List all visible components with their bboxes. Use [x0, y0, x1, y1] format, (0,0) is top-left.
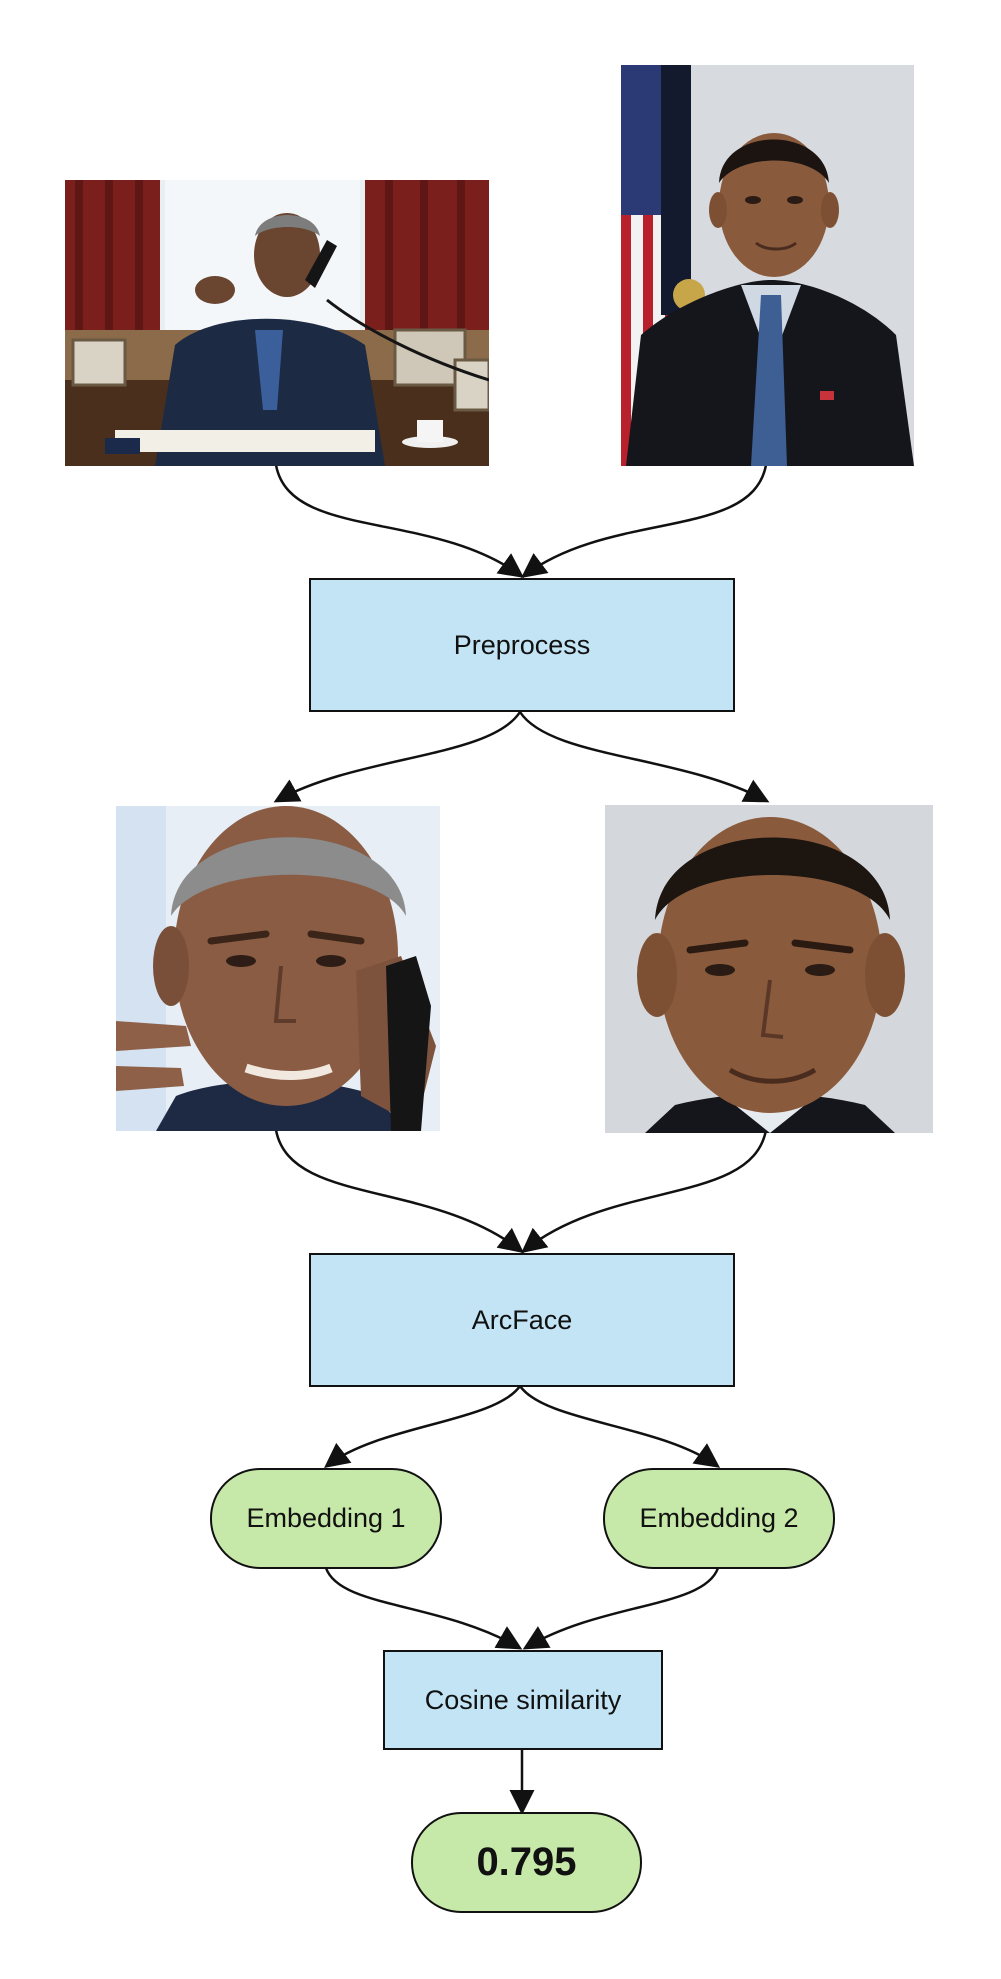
similarity-result-value: 0.795	[476, 1840, 577, 1884]
embedding-1-label: Embedding 1	[246, 1503, 406, 1533]
arrow-arcface-to-embedding2	[518, 1385, 721, 1468]
photo-icon	[65, 180, 489, 466]
photo-icon	[621, 65, 914, 466]
arrow-embedding1-to-cosine	[324, 1567, 523, 1650]
arrow-embedding2-to-cosine	[522, 1567, 720, 1650]
arrow-input1-to-preprocess	[274, 464, 525, 578]
preprocess-box: Preprocess	[309, 578, 735, 712]
face-icon	[605, 805, 933, 1133]
embedding-2-node: Embedding 2	[603, 1468, 835, 1569]
arrow-arcface-to-embedding1	[324, 1385, 522, 1469]
arcface-label: ArcFace	[471, 1304, 573, 1335]
cosine-similarity-label: Cosine similarity	[424, 1684, 622, 1715]
similarity-result-node: 0.795	[411, 1812, 642, 1913]
input-photo-portrait	[621, 65, 914, 466]
arrow-crop1-to-arcface	[274, 1129, 524, 1254]
face-icon	[116, 806, 440, 1131]
preprocess-label: Preprocess	[453, 629, 591, 660]
embedding-2-label: Embedding 2	[639, 1503, 799, 1533]
cosine-similarity-box: Cosine similarity	[383, 1650, 663, 1750]
arrow-input2-to-preprocess	[520, 464, 768, 578]
arrow-preprocess-to-crop2	[518, 711, 770, 803]
face-crop-1	[116, 806, 440, 1131]
arrow-crop2-to-arcface	[521, 1129, 768, 1254]
face-crop-2	[605, 805, 933, 1133]
arcface-box: ArcFace	[309, 1253, 735, 1387]
arrow-preprocess-to-crop1	[273, 711, 522, 803]
embedding-1-node: Embedding 1	[210, 1468, 442, 1569]
input-photo-oval-office	[65, 180, 489, 466]
